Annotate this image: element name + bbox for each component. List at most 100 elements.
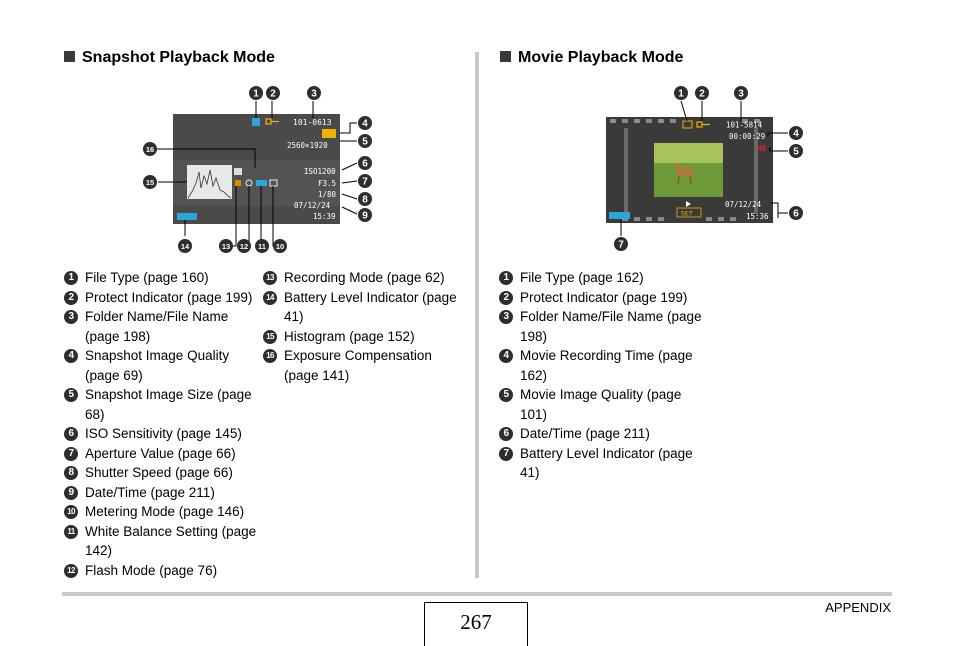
legend-text: Battery Level Indicator (page 41)	[520, 445, 693, 481]
callout-7: 7	[362, 177, 368, 188]
legend-number-badge: 11	[64, 524, 78, 539]
screen-date: 07/12/24	[294, 201, 331, 210]
appendix-label: APPENDIX	[825, 600, 891, 615]
movie-callout-5: 5	[793, 147, 799, 158]
callout-9: 9	[362, 211, 368, 222]
legend-number-badge: 7	[64, 446, 78, 461]
legend-text: White Balance Setting (page 142)	[85, 523, 257, 559]
exposure-comp-icon	[234, 168, 242, 175]
histogram-curve	[187, 169, 232, 199]
column-divider	[475, 52, 479, 578]
legend-item: 6 ISO Sensitivity (page 145)	[64, 424, 260, 444]
legend-text: Protect Indicator (page 199)	[520, 289, 688, 305]
screen-image-size: 2560×1920	[287, 141, 328, 150]
movie-screen-diagram: 101-5814 00:00:29 HQ 07/12/24 15:36 SET …	[606, 86, 803, 251]
movie-section-title: Movie Playback Mode	[500, 49, 683, 67]
screen-aperture: F3.5	[318, 179, 336, 188]
legend-text: Recording Mode (page 62)	[284, 270, 445, 285]
battery-icon	[177, 213, 197, 220]
legend-text: Date/Time (page 211)	[85, 484, 215, 500]
legend-item: 2 Protect Indicator (page 199)	[499, 288, 709, 308]
callout-3: 3	[311, 89, 317, 100]
legend-number-badge: 5	[64, 388, 78, 402]
legend-number-badge: 2	[64, 290, 78, 305]
legend-text: Histogram (page 152)	[284, 328, 415, 344]
movie-callout-1: 1	[678, 89, 684, 100]
histogram-box	[187, 165, 232, 199]
legend-text: File Type (page 162)	[520, 270, 644, 285]
legend-text: Snapshot Image Quality (page 69)	[85, 348, 230, 383]
legend-number-badge: 3	[499, 310, 513, 324]
white-balance-icon	[256, 180, 267, 186]
legend-number-badge: 4	[64, 349, 78, 363]
legend-number-badge: 12	[64, 563, 78, 578]
legend-text: Exposure Compensation (page 141)	[284, 348, 432, 383]
footer-rule	[62, 592, 892, 596]
movie-callout-7: 7	[618, 240, 624, 251]
legend-text: Aperture Value (page 66)	[85, 445, 236, 461]
movie-screen-quality: HQ	[757, 144, 767, 153]
play-icon	[686, 201, 691, 207]
legend-number-badge: 10	[64, 505, 78, 519]
callout-10: 10	[276, 242, 284, 251]
legend-item: 2 Protect Indicator (page 199)	[64, 288, 260, 308]
callout-5: 5	[362, 137, 368, 148]
legend-item: 14 Battery Level Indicator (page 41)	[263, 288, 468, 327]
legend-number-badge: 1	[64, 271, 78, 285]
page-number: 267	[424, 602, 528, 646]
legend-number-badge: 2	[499, 290, 513, 305]
legend-number-badge: 6	[64, 427, 78, 441]
snapshot-section-title: Snapshot Playback Mode	[64, 49, 275, 67]
deer-figure	[676, 167, 694, 177]
legend-item: 3 Folder Name/File Name (page 198)	[499, 307, 709, 346]
legend-number-badge: 9	[64, 485, 78, 500]
legend-number-badge: 8	[64, 466, 78, 480]
movie-callout-6: 6	[793, 209, 799, 220]
callout-2: 2	[270, 89, 276, 100]
movie-screen-date: 07/12/24	[725, 200, 762, 209]
legend-item: 7 Aperture Value (page 66)	[64, 444, 260, 464]
legend-number-badge: 14	[263, 290, 277, 305]
screen-folder-file: 101-0613	[293, 118, 332, 127]
movie-screen-rec-time: 00:00:29	[729, 132, 765, 141]
callout-1: 1	[253, 89, 259, 100]
legend-text: Protect Indicator (page 199)	[85, 289, 253, 305]
callout-11: 11	[258, 242, 266, 251]
movie-battery-icon	[609, 212, 630, 219]
callout-16: 16	[146, 145, 154, 154]
screen-time: 15:39	[313, 212, 336, 221]
film-sprocket-holes	[610, 119, 760, 221]
legend-text: Date/Time (page 211)	[520, 426, 650, 441]
recording-mode-icon	[235, 180, 241, 186]
image-quality-icon	[322, 129, 336, 138]
snapshot-screen-diagram: 101-0613 2560×1920 ISO1200 F3.5 1/80 07/…	[143, 86, 372, 253]
callout-14: 14	[181, 242, 190, 251]
movie-callout-3: 3	[738, 89, 744, 100]
movie-screen-time: 15:36	[746, 212, 769, 221]
legend-text: ISO Sensitivity (page 145)	[85, 426, 242, 441]
movie-screen-folder-file: 101-5814	[726, 121, 763, 130]
legend-text: Folder Name/File Name (page 198)	[85, 309, 229, 344]
callout-15: 15	[146, 178, 154, 187]
legend-text: Movie Image Quality (page 101)	[520, 387, 682, 422]
file-type-icon	[252, 118, 260, 126]
legend-number-badge: 6	[499, 427, 513, 441]
legend-text: Battery Level Indicator (page 41)	[284, 289, 457, 325]
legend-item: 4 Snapshot Image Quality (page 69)	[64, 346, 260, 385]
movie-file-type-icon	[682, 120, 693, 129]
legend-item: 11 White Balance Setting (page 142)	[64, 522, 260, 561]
legend-text: Shutter Speed (page 66)	[85, 465, 233, 480]
legend-text: Folder Name/File Name (page 198)	[520, 309, 702, 344]
set-button-icon	[676, 207, 702, 218]
